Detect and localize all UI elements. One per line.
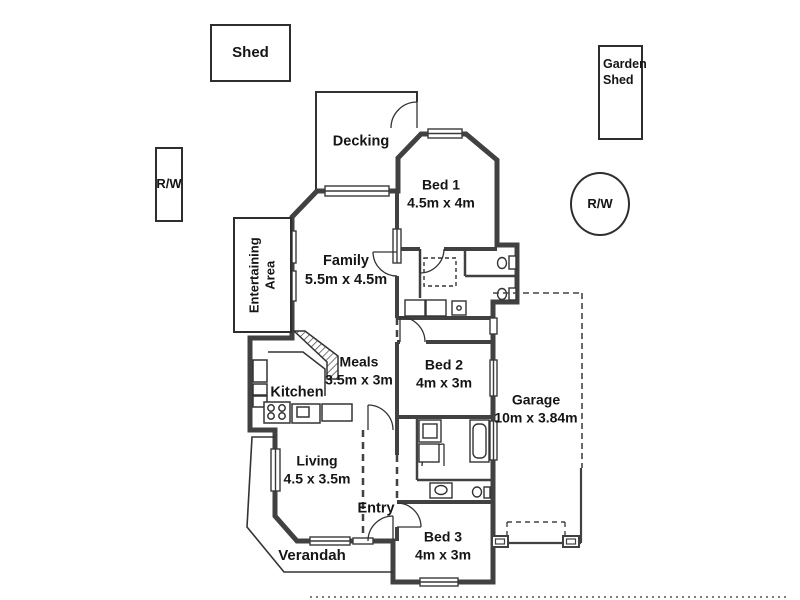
garage-outline bbox=[491, 292, 583, 548]
stove-icon bbox=[263, 401, 291, 424]
door-arc bbox=[399, 316, 426, 343]
garden-shed-box: Garden Shed bbox=[598, 45, 647, 140]
room-label-entry: Entry bbox=[357, 500, 395, 517]
room-label-meals: Meals 3.5m x 3m bbox=[325, 353, 393, 388]
kitchen-fixtures bbox=[252, 330, 353, 424]
bench-unit bbox=[321, 403, 353, 422]
window bbox=[392, 228, 402, 264]
decking-outline bbox=[315, 91, 418, 191]
window bbox=[352, 537, 374, 545]
window bbox=[309, 536, 351, 546]
fridge-icon bbox=[252, 359, 268, 383]
rainwater-tank-right-label: R/W bbox=[587, 195, 613, 211]
garage-store-dashed bbox=[506, 521, 566, 543]
garden-shed-label: Garden Shed bbox=[603, 57, 647, 87]
door-arc bbox=[390, 101, 418, 129]
toilet-icon bbox=[496, 287, 517, 301]
bathtub-icon bbox=[469, 419, 490, 463]
door-arc bbox=[367, 404, 394, 431]
door-arc bbox=[396, 502, 422, 528]
bathroom-fixtures bbox=[418, 419, 491, 499]
room-label-verandah: Verandah bbox=[278, 547, 346, 565]
shower-icon bbox=[418, 419, 442, 443]
basin-icon bbox=[429, 482, 453, 499]
room-label-family: Family 5.5m x 4.5m bbox=[304, 252, 388, 288]
cupboard-icon bbox=[418, 443, 440, 463]
basin-icon bbox=[451, 300, 467, 316]
window bbox=[324, 185, 390, 197]
shed-label: Shed bbox=[232, 43, 269, 61]
ensuite-fixtures bbox=[404, 255, 517, 317]
rainwater-tank-right: R/W bbox=[570, 172, 630, 236]
verandah-outline bbox=[246, 436, 393, 573]
room-label-living: Living 4.5 x 3.5m bbox=[283, 452, 351, 487]
entertaining-area-box: Entertaining Area bbox=[233, 217, 292, 333]
garage-pier bbox=[491, 535, 509, 548]
room-label-bed2: Bed 2 4m x 3m bbox=[415, 356, 473, 391]
door-arc bbox=[372, 251, 398, 277]
cased-openings bbox=[361, 318, 399, 540]
rainwater-tank-left: R/W bbox=[155, 147, 183, 222]
shed-box: Shed bbox=[210, 24, 291, 82]
vanity-icon bbox=[404, 299, 426, 317]
garage-pier bbox=[562, 535, 580, 548]
window bbox=[489, 317, 498, 335]
door-arc bbox=[367, 515, 394, 542]
windows bbox=[270, 128, 498, 587]
window bbox=[427, 128, 463, 139]
interior-walls bbox=[395, 192, 497, 541]
room-label-garage: Garage 10m x 3.84m bbox=[494, 391, 578, 426]
room-label-bed1: Bed 1 4.5m x 4m bbox=[407, 176, 475, 211]
room-label-bed3: Bed 3 4m x 3m bbox=[414, 528, 472, 563]
rainwater-tank-left-label: R/W bbox=[156, 176, 182, 192]
window bbox=[419, 577, 459, 587]
wardrobe-icon bbox=[423, 257, 457, 287]
room-label-decking: Decking bbox=[332, 133, 390, 150]
kitchen-counter-hatched bbox=[292, 330, 339, 380]
window bbox=[270, 448, 281, 492]
sink-icon bbox=[291, 403, 321, 424]
toilet-icon bbox=[471, 486, 491, 499]
pantry-icon bbox=[252, 383, 268, 396]
kitchen-counter bbox=[268, 351, 326, 396]
entertaining-area-label: Entertaining Area bbox=[246, 237, 278, 313]
room-label-kitchen: Kitchen bbox=[270, 384, 324, 401]
window bbox=[489, 420, 498, 461]
window bbox=[489, 359, 498, 397]
toilet-icon bbox=[496, 255, 517, 270]
vanity-icon bbox=[425, 299, 447, 317]
